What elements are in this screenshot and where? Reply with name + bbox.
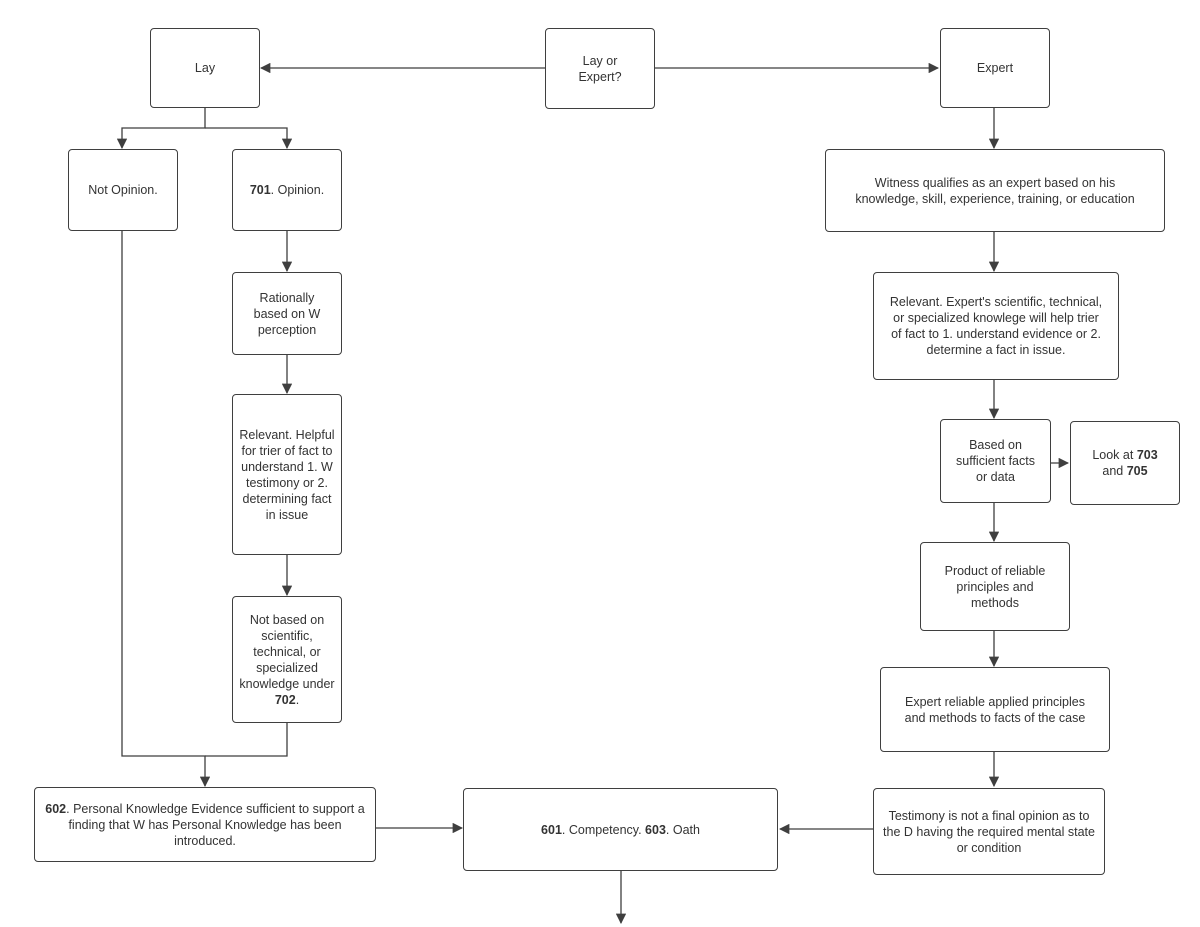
node-text: Expert reliable applied principles and m…	[904, 694, 1086, 725]
node-text: Witness qualifies as an expert based on …	[855, 175, 1135, 206]
node-text: Not Opinion.	[88, 183, 158, 197]
personal-knowledge-node: 602. Personal Knowledge Evidence suffici…	[34, 787, 376, 862]
final-opinion-node: Testimony is not a final opinion as to t…	[873, 788, 1105, 875]
node-text: Lay	[194, 61, 216, 75]
node-text: Relevant. Expert's scientific, technical…	[889, 295, 1103, 357]
node-label: . Personal Knowledge Evidence sufficient…	[66, 801, 365, 848]
not-opinion-node: Not Opinion.	[68, 149, 178, 231]
expert-node: Expert	[940, 28, 1050, 108]
node-label: . Competency.	[561, 822, 646, 837]
rationally-based-node: Rationally based on W perception	[232, 272, 342, 355]
rule-number: 701	[249, 183, 271, 197]
node-text: 602. Personal Knowledge Evidence suffici…	[41, 801, 369, 849]
rule-number: 705	[1126, 464, 1148, 478]
node-label: Look at	[1092, 448, 1137, 462]
node-text: Relevant. Helpful for trier of fact to u…	[239, 427, 335, 522]
node-label: . Opinion.	[270, 183, 325, 197]
node-text: 601. Competency. 603. Oath	[541, 822, 700, 838]
rule-number: 603	[645, 822, 666, 837]
node-text: Product of reliable principles and metho…	[944, 563, 1046, 610]
lay-node: Lay	[150, 28, 260, 108]
rule-number: 602	[45, 801, 67, 816]
node-label: . Oath	[665, 822, 700, 837]
lay-or-expert-node: Lay or Expert?	[545, 28, 655, 109]
opinion-701-node: 701. Opinion.	[232, 149, 342, 231]
node-text: Based on sufficient facts or data	[956, 438, 1035, 484]
node-connector: and	[1102, 464, 1127, 478]
rule-number: 702	[274, 692, 296, 707]
competency-node: 601. Competency. 603. Oath	[463, 788, 778, 871]
node-text: Testimony is not a final opinion as to t…	[883, 808, 1095, 855]
node-label: Not based on scientific, technical, or s…	[239, 612, 335, 691]
edge-not-scientific-to-personal-knowledge	[205, 723, 288, 757]
node-text: Rationally based on W perception	[253, 290, 321, 337]
node-text: Lay or Expert?	[578, 53, 622, 84]
edge-lay-to-not-opinion	[116, 108, 206, 150]
node-text: Not based on scientific, technical, or s…	[239, 612, 335, 708]
node-text: Expert	[976, 61, 1014, 75]
reliable-principles-node: Product of reliable principles and metho…	[920, 542, 1070, 631]
reliably-applied-node: Expert reliable applied principles and m…	[880, 667, 1110, 752]
sufficient-facts-node: Based on sufficient facts or data	[940, 419, 1051, 503]
rule-number: 601	[541, 822, 562, 837]
look-at-node: Look at 703 and 705	[1070, 421, 1180, 505]
not-scientific-node: Not based on scientific, technical, or s…	[232, 596, 342, 723]
node-suffix: .	[295, 692, 300, 707]
edge-lay-to-opinion	[205, 127, 293, 150]
node-text: 701. Opinion.	[250, 182, 324, 198]
node-text: Look at 703 and 705	[1085, 447, 1165, 479]
relevant-expert-node: Relevant. Expert's scientific, technical…	[873, 272, 1119, 380]
relevant-lay-node: Relevant. Helpful for trier of fact to u…	[232, 394, 342, 555]
edge-not-opinion-to-personal-knowledge	[121, 231, 211, 788]
witness-qualifies-node: Witness qualifies as an expert based on …	[825, 149, 1165, 232]
rule-number: 703	[1136, 448, 1158, 462]
